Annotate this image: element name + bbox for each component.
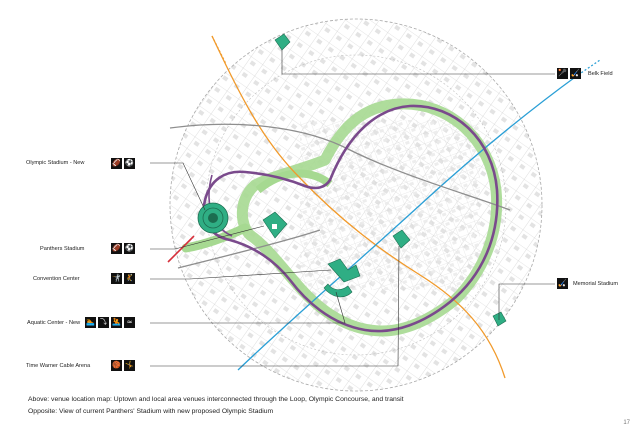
soccer-icon: ⚽ [124,158,135,169]
outer-ring [169,18,543,392]
icons-aquatic-center: 🏊 ⤵ 🤽 ≈ [85,317,135,328]
venue-aquatic-center [323,283,353,298]
lacrosse-icon: 🥍 [557,68,568,79]
diving-icon: ⤵ [98,317,109,328]
field-hockey-icon: 🏑 [557,278,568,289]
synchronized-swimming-icon: ≈ [124,317,135,328]
label-memorial-stadium: Memorial Stadium [573,281,619,287]
inner-ring [205,54,507,356]
leader-lines [150,50,555,367]
label-time-warner-arena: Time Warner Cable Arena [26,363,91,369]
label-belk-field: Belk Field [588,71,613,77]
gymnastics-icon: 🤸 [124,360,135,371]
water-polo-icon: 🤽 [111,317,122,328]
rail-gray-north [169,123,511,211]
label-aquatic-center: Aquatic Center - New [27,320,81,326]
caption-above: Above: venue location map: Uptown and lo… [28,396,404,403]
caption-opposite: Opposite: View of current Panthers' Stad… [28,408,274,415]
transit-blue-line [237,74,579,371]
swimming-icon: 🏊 [85,317,96,328]
icons-belk-field: 🥍 🏑 [557,68,581,79]
icons-memorial-stadium: 🏑 [557,278,568,289]
icons-convention-center: 🤺 🤾 [111,273,135,284]
label-convention-center: Convention Center [33,276,80,282]
the-loop [202,104,499,333]
transit-red-line [167,235,195,263]
venue-time-warner-arena [392,229,411,249]
icons-olympic-stadium: 🏈 ⚽ [111,158,135,169]
venue-memorial-stadium [492,311,507,327]
handball-icon: 🤾 [124,273,135,284]
label-panthers-stadium: Panthers Stadium [40,246,85,252]
field-hockey-icon: 🏑 [570,68,581,79]
football-icon: 🏈 [111,243,122,254]
concourse-spur-north [255,169,333,194]
transit-orange-dashed [211,35,227,65]
icons-time-warner-arena: 🏀 🤸 [111,360,135,371]
label-olympic-stadium: Olympic Stadium - New [26,160,85,166]
icons-panthers-stadium: 🏈 ⚽ [111,243,135,254]
rail-gray-west [177,229,321,269]
venue-belk-field [274,33,291,51]
transit-orange-line [211,35,506,379]
venue-olympic-stadium [197,202,229,234]
page-number: 17 [623,420,630,426]
panthers-field [272,224,277,229]
transit-blue-dashed [577,59,601,76]
fencing-icon: 🤺 [111,273,122,284]
venue-convention-center [327,258,361,283]
basketball-icon: 🏀 [111,360,122,371]
football-icon: 🏈 [111,158,122,169]
soccer-icon: ⚽ [124,243,135,254]
concourse-spur [181,223,250,253]
